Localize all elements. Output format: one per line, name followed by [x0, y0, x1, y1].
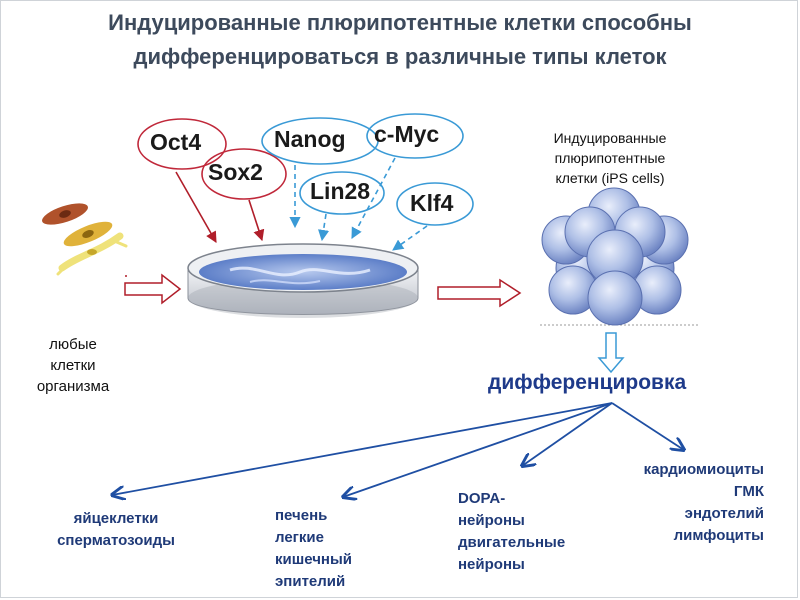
endo-line-4: эпителий	[275, 573, 346, 590]
input-arrow-icon	[124, 273, 182, 305]
sox2-arrow	[248, 199, 265, 242]
body-cells-line-1: любые	[49, 336, 97, 353]
branch-arrow-meso	[611, 402, 684, 450]
branch-arrow-germ	[112, 402, 613, 495]
factor-nanog: Nanog	[274, 126, 346, 152]
cell-group-mesoderm: кардиомиоциты ГМК эндотелий лимфоциты	[596, 459, 764, 547]
body-cells-label: любые клетки организма	[18, 334, 128, 397]
neuro-line-1: DOPA-	[458, 490, 506, 507]
lin28-ellipse	[299, 171, 385, 215]
oct4-ellipse	[137, 118, 227, 170]
slide-title: Индуцированные плюрипотентные клетки спо…	[0, 6, 800, 74]
cmyc-ellipse	[366, 113, 464, 159]
differentiation-label: дифференцировка	[488, 371, 687, 394]
petri-dish-icon	[187, 243, 419, 318]
cmyc-arrow	[351, 157, 396, 239]
endo-line-3: кишечный	[275, 551, 352, 568]
cell-group-endoderm: печень легкие кишечный эпителий	[275, 505, 352, 593]
body-cells-line-2: клетки	[50, 357, 96, 374]
title-line-1: Индуцированные плюрипотентные клетки спо…	[108, 10, 692, 35]
klf4-arrow	[392, 225, 428, 251]
meso-line-2: ГМК	[733, 483, 764, 500]
factor-cmyc: c-Myc	[374, 121, 440, 147]
oct4-arrow	[175, 171, 217, 243]
nanog-ellipse	[261, 117, 379, 165]
meso-line-4: лимфоциты	[673, 527, 764, 544]
sox2-ellipse	[201, 148, 287, 200]
ips-label-line-1: Индуцированные	[553, 130, 667, 146]
branch-arrow-endoderm	[343, 402, 613, 497]
down-arrow-icon	[597, 332, 625, 374]
factor-sox2: Sox2	[208, 159, 263, 185]
endo-line-2: легкие	[275, 529, 324, 546]
factor-klf4: Klf4	[410, 190, 454, 216]
cell-group-germ: яйцеклетки сперматозоиды	[26, 508, 206, 552]
differentiation-branches	[112, 402, 684, 497]
title-line-2: дифференцироваться в различные типы клет…	[133, 44, 667, 69]
meso-line-3: эндотелий	[684, 505, 764, 522]
body-cells-line-3: организма	[36, 378, 110, 395]
ips-cell-cluster-icon	[540, 187, 700, 326]
klf4-ellipse	[396, 182, 474, 226]
ips-label: Индуцированные плюрипотентные клетки (iP…	[515, 128, 705, 188]
endo-line-1: печень	[275, 507, 328, 524]
ips-label-line-2: плюрипотентные	[554, 150, 666, 166]
meso-line-1: кардиомиоциты	[643, 461, 764, 478]
branch-arrow-neuro	[522, 402, 613, 466]
neuro-line-4: нейроны	[458, 556, 525, 573]
germ-line-1: яйцеклетки	[73, 510, 159, 527]
factor-lin28: Lin28	[310, 178, 371, 204]
neuro-line-3: двигательные	[458, 534, 566, 551]
output-arrow-icon	[437, 278, 522, 308]
ips-label-line-3: клетки (iPS cells)	[555, 170, 665, 186]
factor-oct4: Oct4	[150, 129, 202, 155]
germ-line-2: сперматозоиды	[57, 532, 175, 549]
cell-group-neurons: DOPA- нейроны двигательные нейроны	[458, 488, 565, 576]
neuro-line-2: нейроны	[458, 512, 525, 529]
fibroblast-cells-icon	[42, 203, 128, 276]
lin28-arrow	[317, 213, 330, 242]
